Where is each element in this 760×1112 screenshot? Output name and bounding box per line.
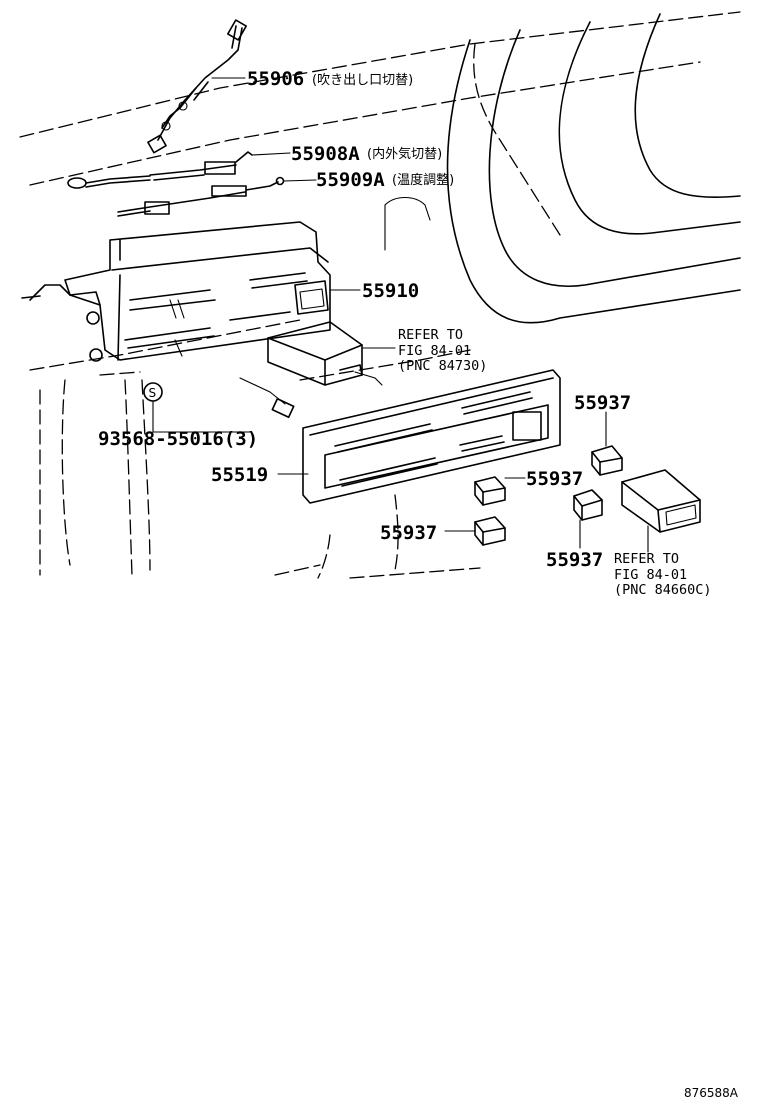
knob-55937-c	[474, 516, 506, 546]
part-number-55937-b: 55937	[526, 468, 583, 490]
cable-55906	[147, 19, 247, 154]
control-panel-55519	[302, 369, 561, 504]
ref-84730-line3: (PNC 84730)	[398, 358, 487, 374]
part-number-55937-a: 55937	[574, 392, 631, 414]
part-number-55910: 55910	[362, 280, 419, 302]
knob-55937-b	[474, 476, 506, 506]
control-unit-55910	[21, 221, 331, 362]
module-84730	[239, 321, 383, 419]
part-number-55908A: 55908A	[291, 143, 360, 165]
part-number-55937-d: 55937	[546, 549, 603, 571]
part-note-55908A: (内外気切替)	[367, 146, 442, 162]
ref-84660C-line2: FIG 84-01	[614, 567, 687, 583]
cable-55909A	[117, 176, 317, 217]
body-outline-dashed	[19, 11, 741, 579]
ref-84730-line2: FIG 84-01	[398, 343, 471, 359]
part-number-55909A: 55909A	[316, 169, 385, 191]
ref-84660C-line1: REFER TO	[614, 551, 679, 567]
screw-symbol: S	[149, 386, 157, 400]
ref-84660C-line3: (PNC 84660C)	[614, 582, 712, 598]
part-number-55937-c: 55937	[380, 522, 437, 544]
ref-84730-line1: REFER TO	[398, 327, 463, 343]
knob-55937-a	[591, 445, 623, 476]
part-note-55906: (吹き出し口切替)	[312, 73, 413, 88]
part-note-55909A: (温度調整)	[392, 172, 454, 188]
body-outline-solid	[384, 13, 741, 324]
drawing-code: 876588A	[684, 1086, 739, 1100]
part-number-55906: 55906	[247, 68, 304, 90]
screw-icon: S	[143, 382, 163, 433]
labels: 55906 (吹き出し口切替) 55908A (内外気切替) 55909A (温…	[98, 68, 739, 1100]
cable-55908A	[67, 151, 291, 189]
knob-55937-d	[573, 489, 603, 521]
part-number-55519: 55519	[211, 464, 268, 486]
switch-84660C	[621, 469, 701, 533]
leader-lines	[152, 77, 649, 553]
part-number-93568-55016: 93568-55016(3)	[98, 428, 258, 450]
